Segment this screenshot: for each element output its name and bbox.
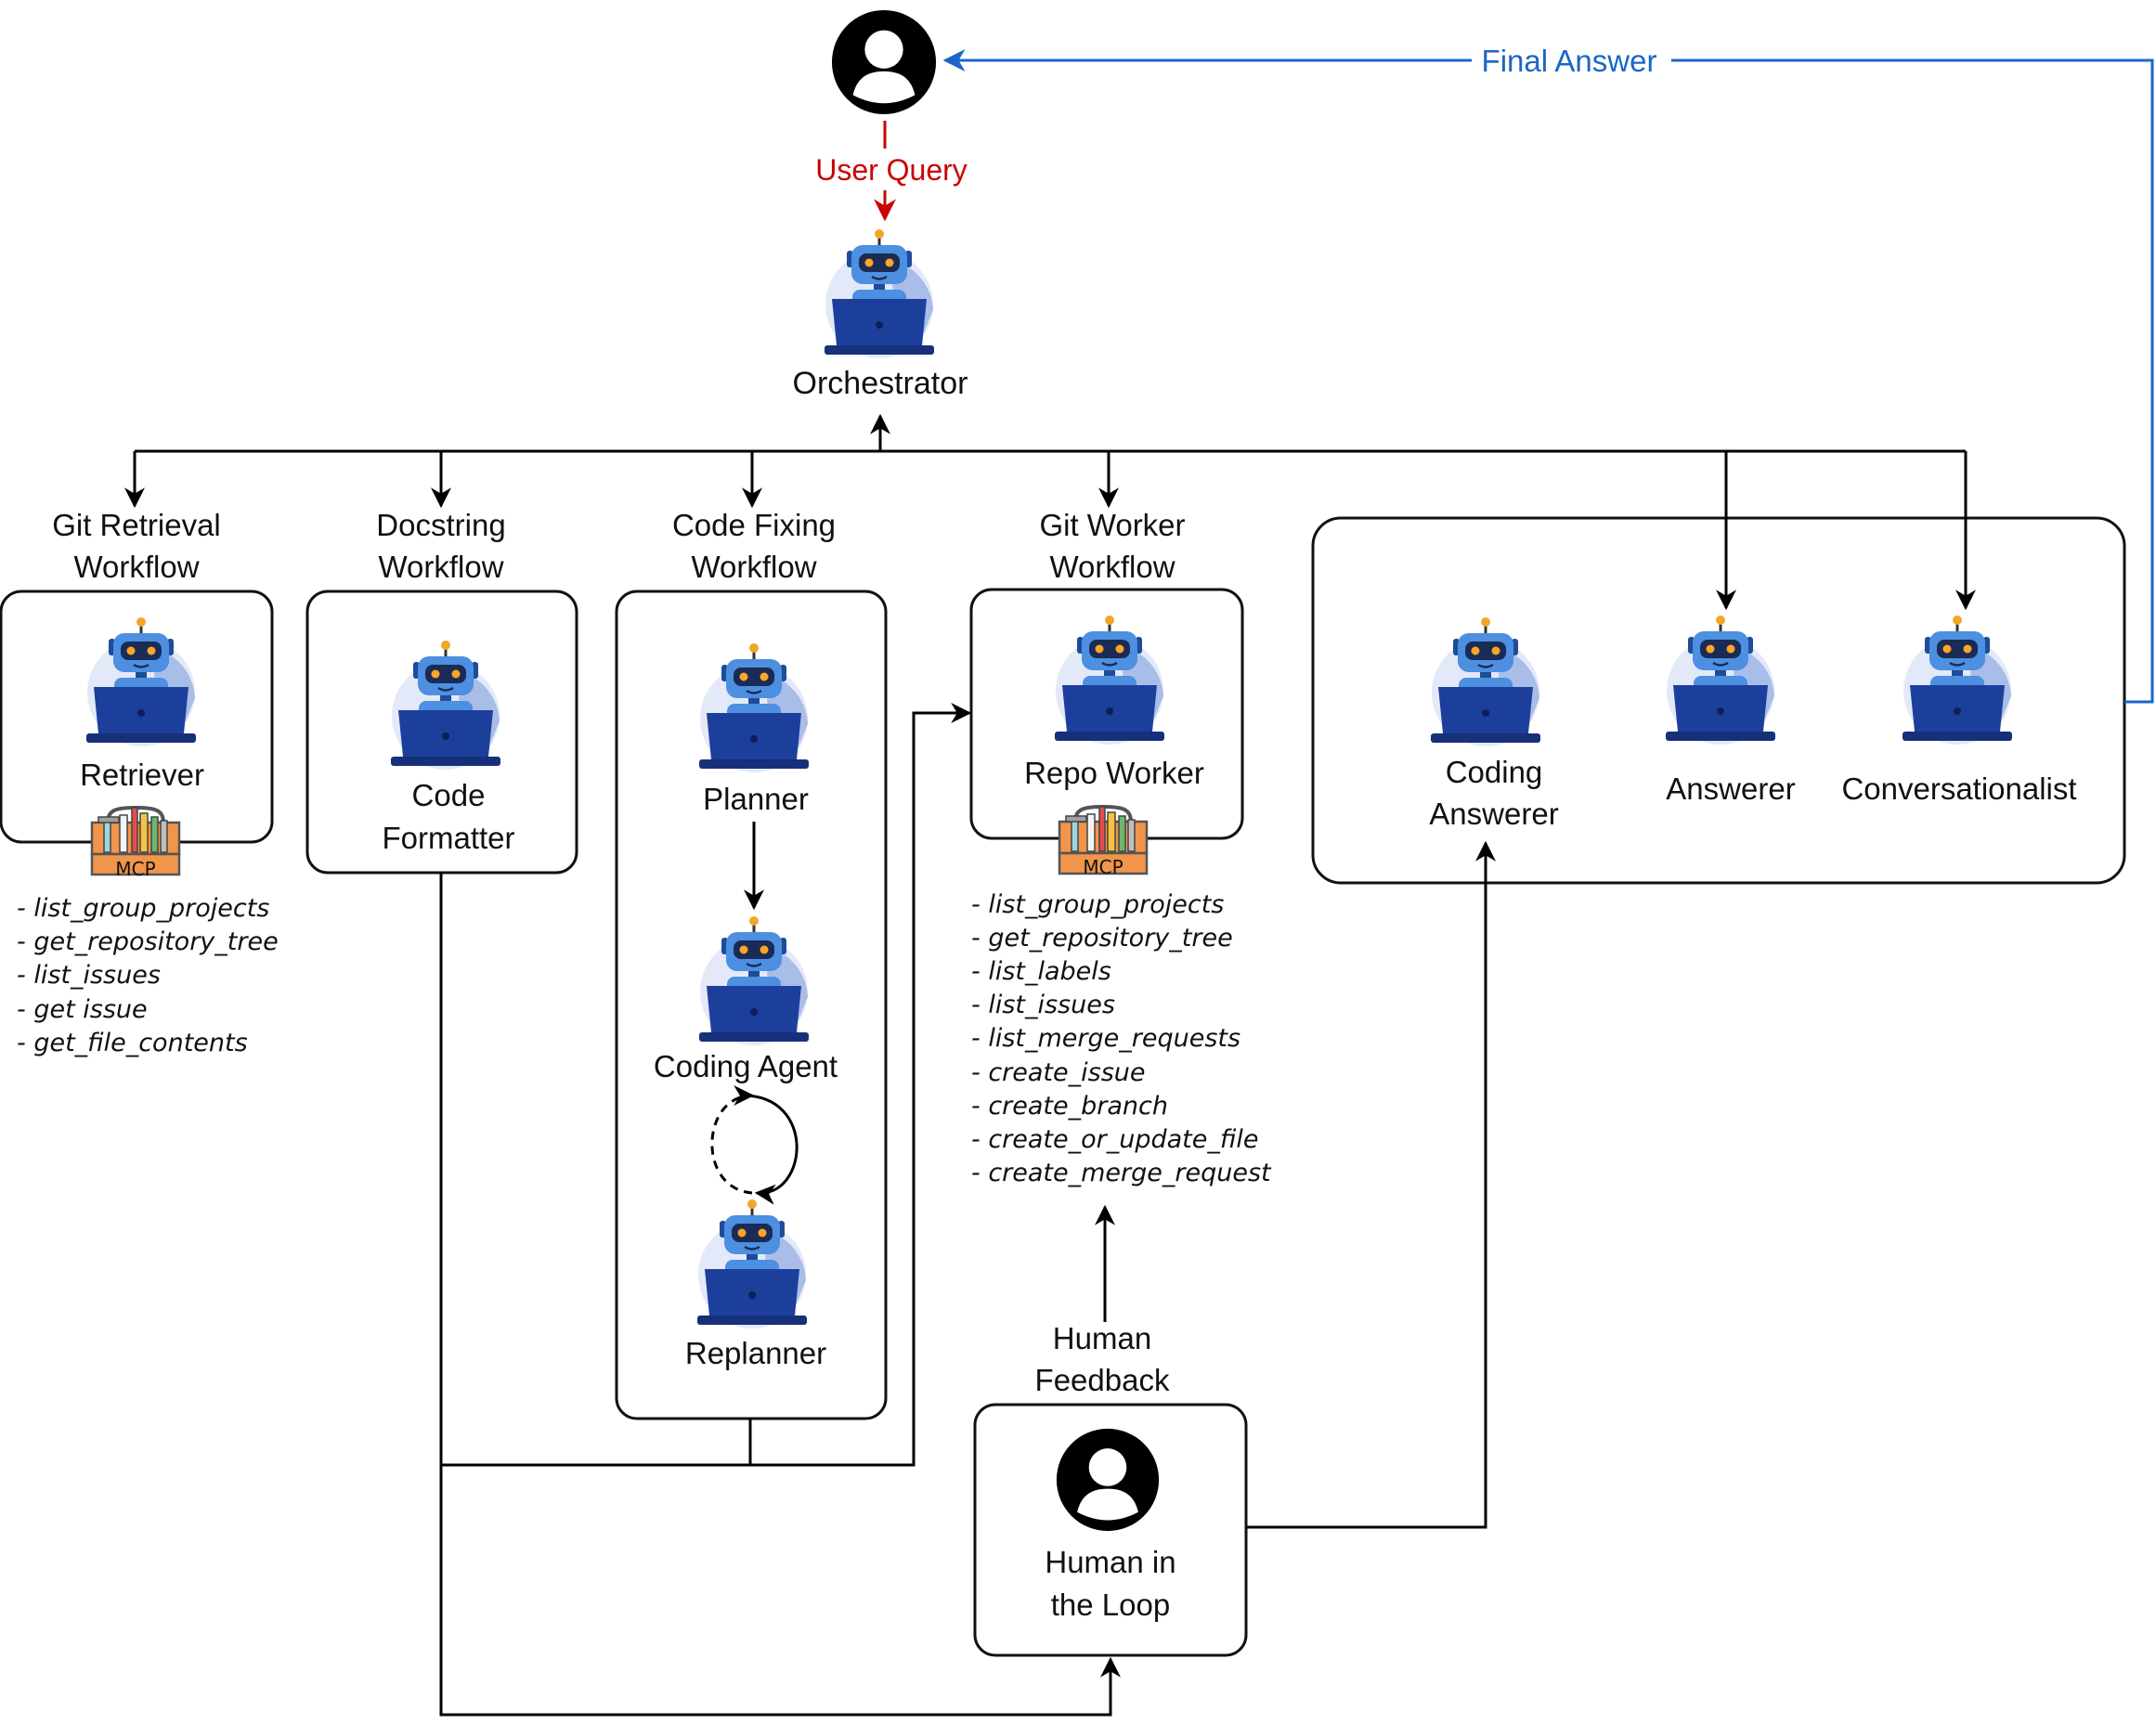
docstring-title-2: Workflow — [378, 550, 503, 584]
human-in-loop-person-icon — [1056, 1428, 1160, 1532]
git-worker-title-2: Workflow — [1049, 550, 1175, 584]
tool-item: - get issue — [17, 995, 148, 1024]
conversationalist-robot-icon — [1901, 614, 2014, 746]
git-worker-title-1: Git Worker — [1039, 508, 1185, 542]
tool-item: - list_issues — [971, 991, 1115, 1019]
repo-worker-label: Repo Worker — [1024, 756, 1204, 790]
tool-item: - create_issue — [971, 1058, 1145, 1087]
coding-answerer-robot-icon — [1429, 616, 1542, 748]
docstring-title-1: Docstring — [376, 508, 505, 542]
planner-robot-icon — [697, 642, 811, 774]
user-query-label: User Query — [815, 153, 968, 187]
repo-worker-mcp-label: MCP — [1083, 856, 1123, 878]
tool-item: - get_repository_tree — [17, 927, 279, 956]
tool-item: - list_labels — [971, 957, 1111, 986]
git-retrieval-title-2: Workflow — [73, 550, 199, 584]
tool-item: - get_file_contents — [17, 1029, 248, 1057]
git-retrieval-title-1: Git Retrieval — [52, 508, 221, 542]
human-in-loop-label-1: Human in — [1045, 1545, 1175, 1579]
human-in-loop-label-2: the Loop — [1051, 1588, 1170, 1622]
repo-worker-tools-list: - list_group_projects - get_repository_t… — [971, 890, 1272, 1187]
coding-agent-robot-icon — [697, 914, 811, 1047]
tool-item: - list_issues — [17, 961, 161, 990]
code-fixing-title-2: Workflow — [691, 550, 816, 584]
human-feedback-label-2: Feedback — [1035, 1363, 1170, 1397]
tool-item: - create_or_update_file — [971, 1125, 1258, 1154]
code-fixing-title-1: Code Fixing — [672, 508, 836, 542]
coding-answerer-label-1: Coding — [1446, 755, 1543, 789]
coding-agent-label: Coding Agent — [654, 1049, 838, 1083]
replanner-robot-icon — [695, 1198, 809, 1330]
human-feedback-label-1: Human — [1053, 1321, 1151, 1355]
planner-label: Planner — [703, 782, 809, 816]
tool-item: - list_group_projects — [971, 890, 1224, 919]
retriever-tools-list: - list_group_projects - get_repository_t… — [17, 894, 279, 1057]
retriever-mcp-label: MCP — [115, 858, 155, 880]
code-formatter-label-1: Code — [412, 778, 486, 812]
code-formatter-label-2: Formatter — [382, 821, 514, 855]
coding-answerer-label-2: Answerer — [1429, 797, 1558, 831]
orchestrator-robot-icon — [823, 227, 936, 360]
retriever-label: Retriever — [80, 758, 204, 792]
answerer-label: Answerer — [1666, 771, 1795, 806]
orchestrator-label: Orchestrator — [793, 366, 968, 401]
tool-item: - list_merge_requests — [971, 1024, 1240, 1053]
tool-item: - list_group_projects — [17, 894, 269, 923]
tool-item: - create_branch — [971, 1092, 1168, 1121]
code-formatter-robot-icon — [389, 639, 502, 771]
docstring-to-human-edge — [439, 1465, 1121, 1717]
tool-item: - get_repository_tree — [971, 924, 1233, 953]
repo-worker-robot-icon — [1053, 614, 1166, 746]
replanner-to-coding-loop — [710, 1085, 755, 1195]
final-answer-edge — [1671, 58, 2154, 704]
replanner-label: Replanner — [685, 1336, 826, 1370]
tool-item: - create_merge_request — [971, 1159, 1272, 1187]
human-in-loop-box — [973, 1403, 1248, 1657]
docstring-to-git-worker-edge — [439, 703, 972, 1467]
user-icon — [831, 9, 937, 115]
final-answer-label: Final Answer — [1482, 44, 1657, 78]
retriever-robot-icon — [84, 616, 198, 748]
answerer-robot-icon — [1664, 614, 1777, 746]
human-to-coding-answerer-edge — [1246, 840, 1496, 1529]
conversationalist-label: Conversationalist — [1841, 771, 2076, 806]
coding-to-replanner-loop — [742, 1094, 799, 1205]
